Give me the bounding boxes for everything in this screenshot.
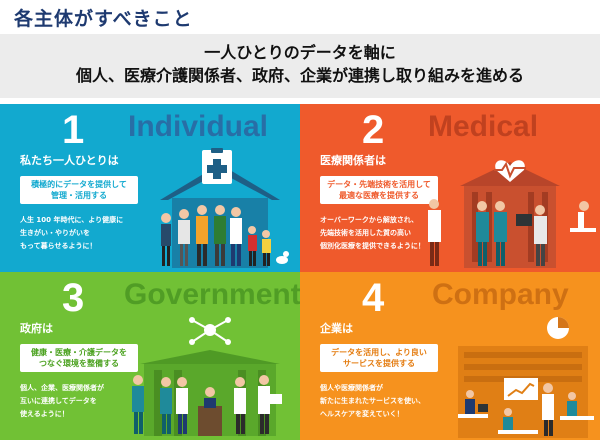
panel-description: 個人や医療関係者が 新たに生まれたサービスを使い、 ヘルスケアを変えていく！ bbox=[320, 382, 470, 421]
panel-description: 人生 100 年時代に、より健康に 生きがい・やりがいを もって暮らせるように！ bbox=[20, 214, 170, 253]
laptop-icon bbox=[478, 404, 488, 412]
government-people bbox=[132, 375, 282, 434]
lab-desk bbox=[570, 228, 596, 232]
panel-description-line: 生きがい・やりがいを bbox=[20, 229, 90, 237]
panel-medical: 2 Medical 医療関係者は データ・先端技術を活用して 最適な医療を提供す… bbox=[300, 104, 600, 272]
panel-action-line: 最適な医療を提供する bbox=[339, 191, 419, 200]
podium-icon bbox=[198, 406, 222, 436]
panel-keyword: Government bbox=[124, 278, 300, 311]
panel-action-box: データ・先端技術を活用して 最適な医療を提供する bbox=[320, 176, 438, 204]
panel-description-line: 新たに生まれたサービスを使い、 bbox=[320, 397, 425, 405]
panel-description-line: 個別化医療を提供できるように！ bbox=[320, 242, 425, 250]
panel-description-line: 個人や医療関係者が bbox=[320, 384, 383, 392]
panel-subject: 私たち一人ひとりは bbox=[20, 154, 119, 167]
panel-action-box: 積極的にデータを提供して 管理・活用する bbox=[20, 176, 138, 204]
network-hub-icon bbox=[189, 317, 231, 345]
panel-action-line: データ・先端技術を活用して bbox=[327, 180, 431, 189]
family-house-illustration bbox=[160, 148, 289, 268]
page-title: 各主体がすべきこと bbox=[14, 8, 193, 30]
pie-chart-icon bbox=[547, 317, 569, 339]
panel-action-box: 健康・医療・介護データを つなぐ環境を整備する bbox=[20, 344, 138, 372]
panel-description-line: オーバーワークから解放され、 bbox=[320, 216, 418, 224]
panel-keyword: Medical bbox=[428, 110, 539, 143]
panel-action-box: データを活用し、より良い サービスを提供する bbox=[320, 344, 438, 372]
desk bbox=[458, 414, 488, 418]
panel-subject: 企業は bbox=[320, 322, 353, 335]
panel-action-line: 健康・医療・介護データを bbox=[31, 348, 127, 357]
family-people bbox=[161, 205, 289, 266]
panel-description-line: 互いに連携してデータを bbox=[20, 397, 97, 405]
office-illustration bbox=[458, 317, 594, 438]
panel-action-line: データを活用し、より良い bbox=[331, 348, 427, 357]
panel-subject: 医療関係者は bbox=[320, 154, 386, 167]
panel-description-line: 先端技術を活用した質の高い bbox=[320, 229, 411, 237]
panel-description-line: 人生 100 年時代に、より健康に bbox=[20, 216, 124, 224]
panel-action-line: 管理・活用する bbox=[51, 191, 107, 200]
heartbeat-icon bbox=[494, 160, 526, 182]
panel-description-line: もって暮らせるように！ bbox=[20, 242, 97, 250]
panel-keyword: Company bbox=[432, 278, 569, 311]
panel-action-line: サービスを提供する bbox=[343, 359, 415, 368]
panel-company: 4 Company 企業は データを活用し、より良い サービスを提供する 個人や… bbox=[300, 272, 600, 440]
office-people bbox=[458, 383, 594, 436]
presentation-board-icon bbox=[504, 378, 538, 400]
hospital-illustration bbox=[428, 160, 596, 268]
panel-action-line: 積極的にデータを提供して bbox=[31, 180, 127, 189]
desk bbox=[560, 416, 594, 420]
panel-number: 4 bbox=[362, 276, 385, 320]
panel-subject: 政府は bbox=[20, 322, 53, 335]
panel-description-line: ヘルスケアを変えていく！ bbox=[320, 410, 404, 418]
government-illustration bbox=[132, 317, 282, 436]
medical-staff bbox=[428, 199, 547, 266]
panel-number: 3 bbox=[62, 276, 85, 320]
panel-description-line: 使えるように！ bbox=[20, 410, 69, 418]
panel-keyword: Individual bbox=[128, 110, 269, 143]
microscope-icon bbox=[578, 212, 584, 228]
panel-description: 個人、企業、医療関係者が 互いに連携してデータを 使えるように！ bbox=[20, 382, 170, 421]
panel-individual: 1 Individual 私たち一人ひとりは 積極的にデータを提供して 管理・活… bbox=[0, 104, 300, 272]
panel-description: オーバーワークから解放され、 先端技術を活用した質の高い 個別化医療を提供できる… bbox=[320, 214, 470, 253]
monitor-icon bbox=[516, 214, 532, 226]
panel-description-line: 個人、企業、医療関係者が bbox=[20, 384, 104, 392]
headline-line-2: 個人、医療介護関係者、政府、企業が連携し取り組みを進める bbox=[75, 66, 524, 85]
headline-banner: 一人ひとりのデータを軸に 個人、医療介護関係者、政府、企業が連携し取り組みを進め… bbox=[0, 34, 600, 98]
panel-number: 2 bbox=[362, 108, 385, 152]
headline-line-1: 一人ひとりのデータを軸に bbox=[204, 43, 396, 62]
panel-number: 1 bbox=[62, 108, 85, 152]
tablet-icon bbox=[270, 394, 282, 404]
panel-government: 3 Government 政府は 健康・医療・介護データを つなぐ環境を整備する… bbox=[0, 272, 300, 440]
government-roof bbox=[140, 350, 280, 364]
desk bbox=[498, 430, 538, 434]
panel-action-line: つなぐ環境を整備する bbox=[39, 359, 119, 368]
